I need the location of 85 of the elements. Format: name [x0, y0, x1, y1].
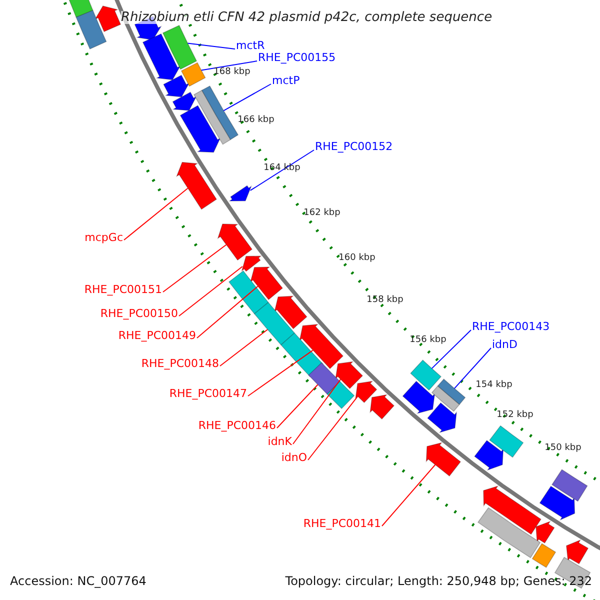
tick-label: 160 kbp: [338, 252, 376, 265]
gene-block: [489, 425, 524, 458]
tick-label: 158 kbp: [366, 294, 404, 307]
gene-block: [326, 380, 355, 410]
gene-label: RHE_PC00155: [258, 51, 336, 64]
gene-block: [228, 270, 269, 314]
gene-block: [280, 332, 324, 378]
gene-block: [162, 24, 198, 70]
gene-pentagon: [228, 185, 252, 202]
tick-label: 168 kbp: [214, 66, 250, 79]
info-text: Topology: circular; Length: 250,948 bp; Genes: 232: [285, 575, 592, 588]
gene-block: [431, 385, 460, 412]
leader-line: [223, 84, 272, 112]
gene-pentagon: [536, 520, 555, 544]
gene-pentagon: [370, 394, 395, 420]
gene-block: [180, 62, 206, 87]
gene-block: [477, 507, 541, 558]
gene-label: RHE_PC00141: [303, 517, 381, 530]
leader-line: [454, 348, 492, 389]
gene-pentagon: [355, 380, 378, 404]
gene-pentagon: [241, 256, 262, 272]
info-text: Accession: NC_007764: [10, 575, 146, 588]
gene-label: RHE_PC00146: [198, 419, 276, 432]
gene-block: [410, 360, 442, 391]
leader-line: [308, 396, 358, 460]
title: Rhizobium etli CFN 42 plasmid p42c, complete sequence: [121, 11, 492, 24]
gene-block: [193, 90, 232, 145]
gene-label: RHE_PC00150: [100, 307, 178, 320]
leader-line: [178, 266, 243, 316]
leader-line: [248, 350, 314, 396]
leader-line: [220, 329, 268, 366]
leader-line: [276, 384, 318, 428]
gene-pentagon: [539, 486, 576, 521]
leader-line: [124, 188, 188, 240]
tick-label: 162 kbp: [304, 207, 340, 220]
gene-pentagon: [94, 6, 122, 32]
gene-pentagon: [142, 33, 182, 80]
leader-line: [162, 244, 227, 292]
gene-block: [308, 362, 340, 395]
gene-block: [551, 469, 588, 502]
gene-pentagon: [483, 485, 542, 535]
gene-label: RHE_PC00148: [141, 357, 219, 370]
tick-label: 156 kbp: [410, 334, 446, 347]
gene-label: RHE_PC00151: [84, 283, 162, 296]
gene-pentagon: [180, 105, 222, 153]
gene-label: idnO: [281, 451, 307, 464]
gene-pentagon: [427, 402, 458, 434]
gene-label: RHE_PC00149: [118, 329, 196, 342]
tick-label: 166 kbp: [238, 114, 274, 127]
gene-pentagon: [299, 324, 344, 370]
gene-pentagon: [335, 361, 364, 390]
gene-label: mctR: [236, 39, 265, 52]
gene-block: [76, 10, 107, 50]
gene-pentagon: [426, 442, 462, 477]
gene-pentagon: [163, 74, 190, 98]
gene-label: RHE_PC00147: [169, 387, 247, 400]
leader-line: [187, 42, 236, 50]
leader-line: [431, 330, 472, 369]
gene-pentagon: [402, 380, 436, 414]
tick-label: 152 kbp: [496, 409, 534, 422]
gene-pentagon: [474, 440, 504, 471]
gene-label: idnK: [268, 435, 292, 448]
gene-label: RHE_PC00152: [315, 140, 393, 153]
gene-label: RHE_PC00143: [472, 320, 550, 333]
leader-line: [196, 286, 258, 338]
gene-pentagon: [566, 539, 589, 564]
tick-label: 154 kbp: [476, 379, 512, 392]
gene-block: [254, 302, 296, 346]
gene-label: mcpGc: [84, 231, 123, 244]
tick-label: 164 kbp: [264, 162, 300, 175]
gene-pentagon: [274, 296, 308, 330]
gene-pentagon: [176, 162, 218, 210]
leader-line: [382, 464, 436, 526]
leader-line: [292, 378, 342, 444]
tick-label: 150 kbp: [544, 442, 582, 455]
gene-block: [532, 543, 556, 568]
gene-pentagon: [250, 266, 284, 300]
gene-pentagon: [217, 224, 253, 261]
gene-label: mctP: [272, 74, 300, 87]
gene-pentagon: [172, 92, 198, 111]
gene-block: [201, 85, 239, 140]
leader-line: [250, 150, 314, 191]
gene-block: [437, 378, 466, 405]
leader-line: [200, 60, 258, 71]
gene-label: idnD: [492, 338, 518, 351]
